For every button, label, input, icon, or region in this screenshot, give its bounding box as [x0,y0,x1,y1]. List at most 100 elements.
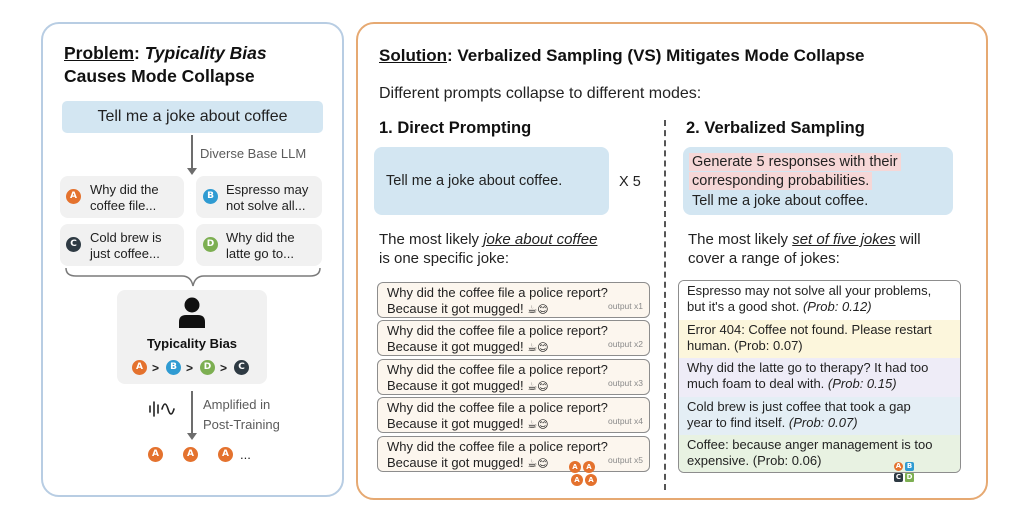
rank-gt-1: > [152,361,160,375]
vs-item-2-line2: human. (Prob: 0.07) [687,338,952,354]
problem-title-prefix: Problem [64,43,135,63]
direct-badge-cluster: A A A A [569,460,605,488]
arrow-head-1 [187,168,197,175]
coffee-smile-icon: ☕😊 [527,341,549,354]
vs-item-3-text: much foam to deal with. [687,375,828,391]
candidate-d-line1: Why did the [226,230,295,245]
brace-icon [65,267,321,287]
output-3-line2: Because it got mugged! ☕😊 [387,378,549,396]
vs-desc: The most likely set of five jokes will [688,230,921,249]
typicality-bias-label: Typicality Bias [146,336,238,351]
rank-gt-3: > [220,361,228,375]
output-4-tag: output x4 [608,416,643,426]
cluster-a-icon-4: A [585,474,597,486]
direct-prompt-box: Tell me a joke about coffee. [374,147,609,215]
vs-prompt-line3: Tell me a joke about coffee. [692,193,869,209]
result-ellipsis: ... [240,447,251,462]
vs-desc-line2: cover a range of jokes: [688,250,840,267]
vs-cluster-c-icon: C [894,473,903,482]
vs-item-5-line1: Coffee: because anger management is too [687,437,933,452]
rank-c-icon: C [234,360,249,375]
output-4-line1: Why did the coffee file a police report? [387,400,608,415]
badge-b-icon: B [203,189,218,204]
arrow-head-2 [187,433,197,440]
vs-item-2-text: human. [687,337,734,353]
output-5-line1: Why did the coffee file a police report? [387,439,608,454]
vs-item-5-text: expensive. [687,452,753,468]
base-llm-label: Diverse Base LLM [200,146,307,161]
rank-d-icon: D [200,360,215,375]
vs-item-3: Why did the latte go to therapy? It had … [679,358,960,397]
vs-item-2-prob: (Prob: 0.07) [733,337,803,353]
direct-output-3: Why did the coffee file a police report?… [377,359,650,395]
candidate-c: C Cold brew is just coffee... [60,224,184,266]
vs-cluster-a-icon: A [894,462,903,471]
output-5-line2: Because it got mugged! ☕😊 [387,455,549,473]
coffee-smile-icon: ☕😊 [527,303,549,316]
vs-desc-post: will [895,231,921,248]
output-1-line2-text: Because it got mugged! [387,300,524,316]
candidate-d: D Why did the latte go to... [196,224,322,266]
vs-item-4-prob: (Prob: 0.07) [788,414,858,430]
vs-prompt-box: Generate 5 responses with their correspo… [683,147,953,215]
coffee-smile-icon: ☕😊 [527,380,549,393]
vs-badge-cluster: A B C D [894,462,920,486]
waveform-icon [149,401,175,417]
problem-title: Problem: Typicality Bias [64,43,267,64]
vs-item-1-prob: (Prob: 0.12) [802,298,872,314]
direct-desc-link: joke about coffee [483,231,598,248]
vs-item-2: Error 404: Coffee not found. Please rest… [679,320,960,358]
coffee-smile-icon: ☕😊 [527,418,549,431]
output-2-line2: Because it got mugged! ☕😊 [387,339,549,357]
arrow-line-2 [191,391,193,436]
direct-desc-line2: is one specific joke: [379,250,510,267]
direct-prompt-text: Tell me a joke about coffee. [386,173,563,189]
vs-item-5-prob: (Prob: 0.06) [752,452,822,468]
badge-c-icon: C [66,237,81,252]
result-badges: A A A ... [148,447,268,465]
direct-times-label: X 5 [619,174,641,190]
solution-title: Solution: Verbalized Sampling (VS) Mitig… [379,45,865,66]
output-2-line1: Why did the coffee file a police report? [387,323,608,338]
vs-cluster-b-icon: B [905,462,914,471]
candidate-a: A Why did the coffee file... [60,176,184,218]
vs-item-1-text: but it's a good shot. [687,298,803,314]
result-a-icon-3: A [218,447,233,462]
direct-output-2: Why did the coffee file a police report?… [377,320,650,356]
amplified-label-2: Post-Training [203,417,280,432]
vs-output-list: Espresso may not solve all your problems… [678,280,961,473]
rank-b-icon: B [166,360,181,375]
cluster-a-icon-2: A [583,461,595,473]
column-divider [664,120,666,490]
badge-a-icon: A [66,189,81,204]
rank-gt-2: > [186,361,194,375]
result-a-icon-1: A [148,447,163,462]
vs-desc-link: set of five jokes [792,231,896,248]
vs-heading: 2. Verbalized Sampling [686,119,865,137]
result-a-icon-2: A [183,447,198,462]
output-2-tag: output x2 [608,339,643,349]
vs-item-1: Espresso may not solve all your problems… [679,281,960,320]
direct-desc: The most likely joke about coffee [379,230,597,249]
output-3-line1: Why did the coffee file a police report? [387,362,608,377]
vs-item-3-line2: much foam to deal with. (Prob: 0.15) [687,376,952,392]
left-prompt-box: Tell me a joke about coffee [62,101,323,133]
direct-output-4: Why did the coffee file a police report?… [377,397,650,433]
output-4-line2-text: Because it got mugged! [387,415,524,431]
candidate-d-line2: latte go to... [226,246,294,261]
direct-desc-pre: The most likely [379,231,484,248]
output-1-line1: Why did the coffee file a police report? [387,285,608,300]
direct-heading: 1. Direct Prompting [379,119,532,137]
vs-item-2-line1: Error 404: Coffee not found. Please rest… [687,322,932,337]
output-2-line2-text: Because it got mugged! [387,338,524,354]
solution-subtitle: Different prompts collapse to different … [379,85,702,102]
candidate-b: B Espresso may not solve all... [196,176,322,218]
output-3-line2-text: Because it got mugged! [387,377,524,393]
problem-title-italic: Typicality Bias [144,43,267,63]
badge-d-icon: D [203,237,218,252]
candidate-c-line1: Cold brew is [90,230,162,245]
output-3-tag: output x3 [608,378,643,388]
direct-output-1: Why did the coffee file a police report?… [377,282,650,318]
output-5-line2-text: Because it got mugged! [387,454,524,470]
cluster-a-icon-3: A [571,474,583,486]
